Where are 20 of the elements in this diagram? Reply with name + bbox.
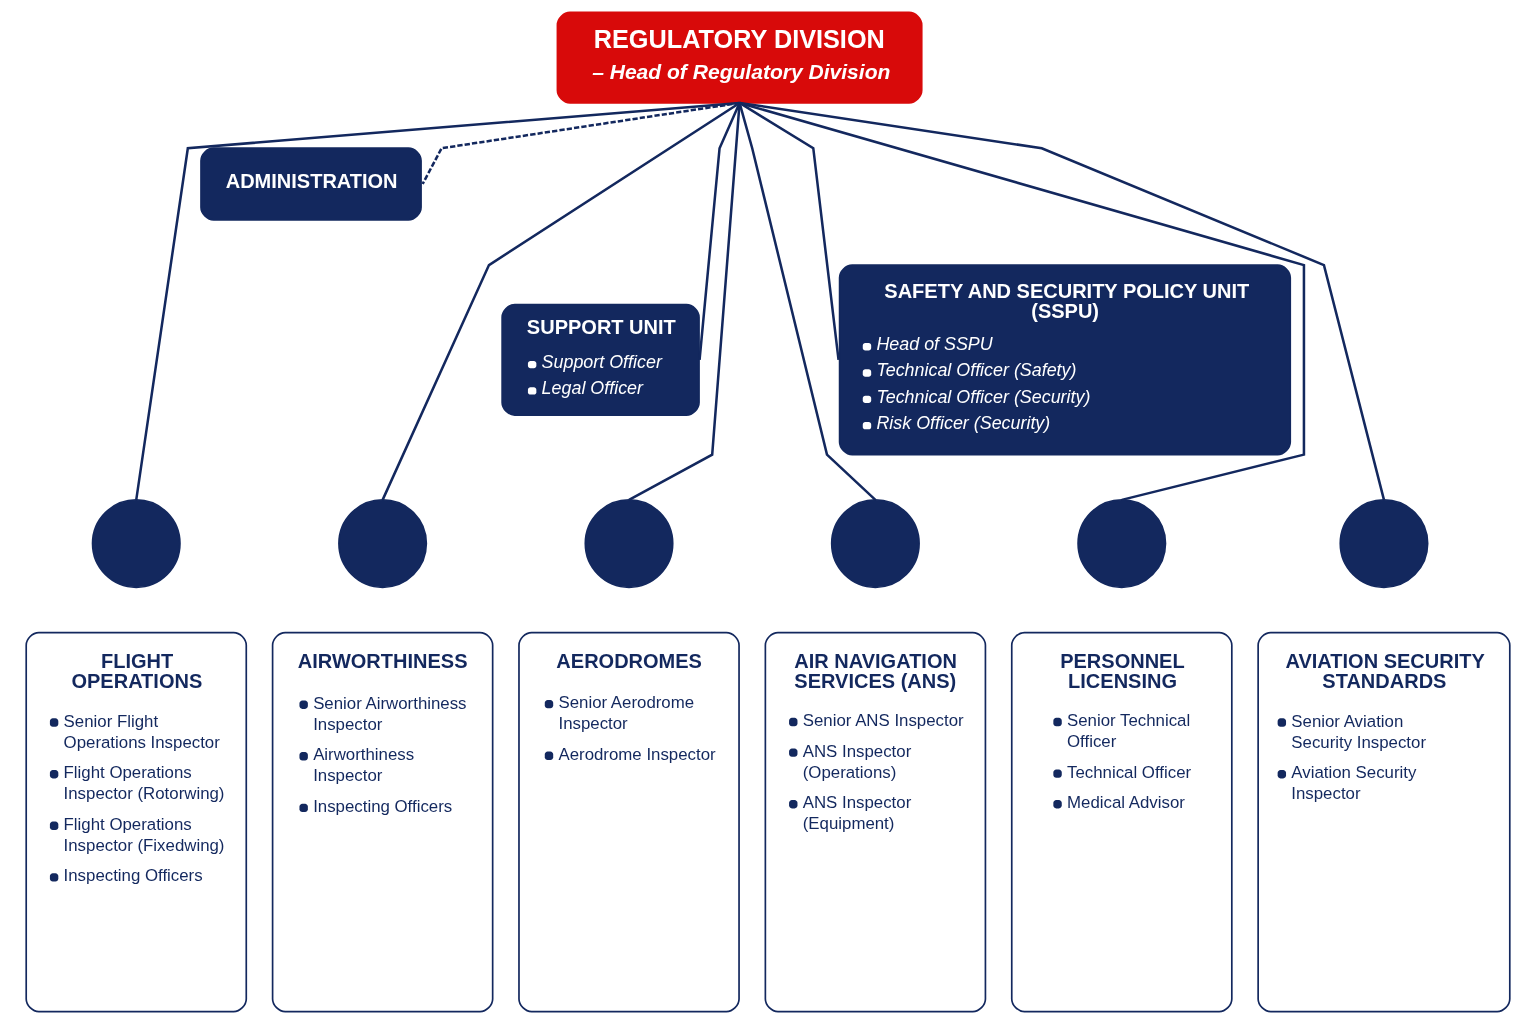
node-box: SAFETY AND SECURITY POLICY UNIT (SSPU) Head of SSPU Technical Officer (Safety) Technical Officer (Security) Risk Officer (Security) xyxy=(838,264,1292,456)
connector xyxy=(135,101,740,501)
connector xyxy=(628,102,741,501)
node-box: FLIGHT OPERATIONS Senior Flight Operations Inspector Flight Operations Inspector (Rotorwing) Flight Operations Inspector (Fixedwing) Inspecting Officers xyxy=(25,631,248,1013)
node-box: ADMINISTRATION xyxy=(200,147,422,221)
node-box: PERSONNEL LICENSING Senior Technical Officer Technical Officer Medical Advisor xyxy=(1010,631,1233,1013)
node-circle xyxy=(91,499,181,589)
node-box: AVIATION SECURITY STANDARDS Senior Aviation Security Inspector Aviation Security Inspector xyxy=(1257,631,1511,1013)
connector xyxy=(738,102,877,501)
node-box: AERODROMES Senior Aerodrome Inspector Aerodrome Inspector xyxy=(518,631,740,1013)
connector xyxy=(381,101,741,501)
node-circle xyxy=(584,499,674,589)
node-box: AIRWORTHINESS Senior Airworthiness Inspector Airworthiness Inspector Inspecting Officers xyxy=(271,631,494,1013)
node-circle xyxy=(338,499,428,589)
node-circle xyxy=(830,499,920,589)
node-box: REGULATORY DIVISION – Head of Regulatory Division xyxy=(556,11,923,104)
node-box: AIR NAVIGATION SERVICES (ANS) Senior ANS Inspector ANS Inspector (Operations) ANS Inspector (Equipment) xyxy=(764,631,987,1013)
node-box: SUPPORT UNIT Support Officer Legal Officer xyxy=(501,303,700,416)
node-circle xyxy=(1339,499,1429,589)
node-circle xyxy=(1077,499,1167,589)
